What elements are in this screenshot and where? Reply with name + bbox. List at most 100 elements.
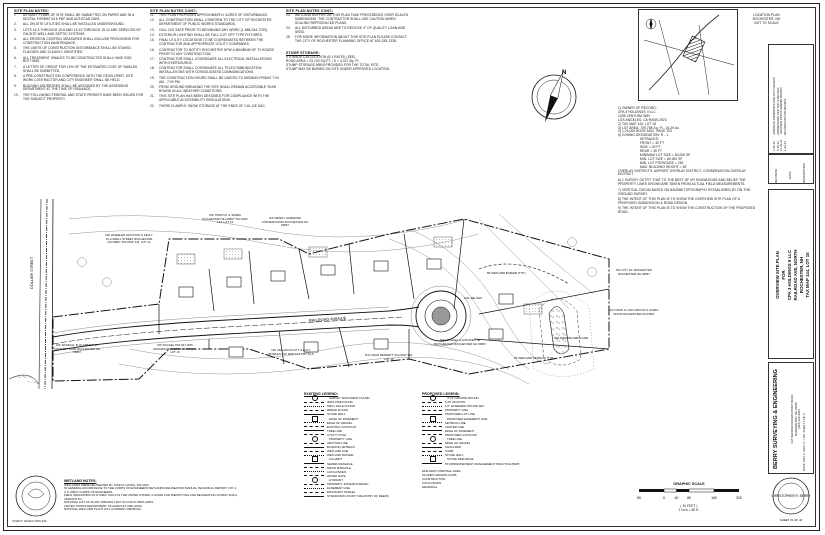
site-note-number: 15. (150, 38, 155, 43)
legend-symbol-icon (304, 405, 324, 407)
setback-label: 25' WETLAND SETBACK (TYP.) (514, 356, 554, 360)
site-note-number: 2. (14, 22, 17, 27)
site-note-item: 10.THE FOLLOWING FEDERAL AND STATE PERMI… (14, 93, 144, 102)
legend-row: TREE LINE (304, 429, 419, 433)
owner-line: 3) LOT AREA: 709,758 Sq. Ft., 16.29 Ac. (618, 125, 680, 130)
stump-storage-line: STUMP MAY BE BURIED ON SITE UNDER APPROV… (286, 66, 390, 71)
legend-symbol-icon (304, 446, 324, 448)
legend-row: 1.5" EASEMENT BOUND SET (422, 404, 537, 408)
legend-symbol-icon (430, 456, 436, 463)
title-tax: TAX MAP 144, LOT 15 (805, 252, 810, 298)
legend-symbol-icon (422, 409, 442, 411)
legend-row: PROPERTY LINE (304, 435, 419, 442)
plan-note: 9) THE INTENT OF THIS PLAN IS TO SHOW TH… (618, 206, 756, 215)
site-note-number: 20. (150, 85, 155, 89)
abutter-label: N/F CITY OF ROCHESTER ROCHESTER NH 03867 (616, 268, 652, 276)
site-note-item: 11.THIS PLAN PROPOSES APPROXIMATELY ACRE… (150, 12, 280, 18)
legend-row: EDGE OF PAVEMENT (422, 429, 537, 433)
revision-header: DESCRIPTION (802, 163, 806, 183)
legend-label: TREE LINE (327, 428, 342, 433)
legend-label: ABUTTER LINE (327, 441, 348, 446)
legend-symbol-icon (304, 422, 324, 424)
legend-row: EXISTING CONTOUR (304, 425, 419, 429)
site-notes-col-1: SITE PLAN NOTES: 1.AS BUILT PLANS OF SIT… (14, 9, 144, 103)
legend-label: STONE DRIP EDGE (447, 457, 474, 462)
site-note-item: 5.THE LIMITS OF CONSTRUCTION DISTURBANCE… (14, 46, 144, 55)
legend-label: EDGE OF PAVEMENT (329, 416, 359, 421)
legend-symbol-icon (304, 454, 324, 456)
site-note-text: CONTRACTOR TO NOTIFY ROCHESTER DPW A MIN… (159, 47, 274, 56)
legend-label: EDGE OF GRAVEL (445, 441, 471, 446)
site-note-text: BUILDING ADDRESSES SHALL BE ASSIGNED BY … (23, 83, 129, 92)
site-note-item: 18. CONTRACTOR SHALL COORDINATE ALL TELEC… (150, 66, 280, 75)
stump-storage-line: STORAGE CALCULATION (6:1 RATIO) (SEE) (286, 55, 356, 60)
seal-signature: JOHN P. HAYES CWS #16 (12, 519, 47, 523)
legend-row: 1.25" IRON PIN (422, 400, 537, 404)
site-note-number: 18. (150, 66, 155, 71)
legend-symbol-icon (422, 401, 442, 403)
location-plan-label: LOCATION PLAN (753, 13, 780, 17)
site-note-text: CONTRACTOR SHALL COORDINATE ALL TELECOMM… (159, 66, 262, 75)
stamp-line: CHRISTOPHER R. BERRY (771, 494, 811, 498)
site-note-number: 24. (286, 26, 291, 31)
site-note-number: 14. (150, 33, 155, 38)
site-note-text: FROM GROUND BREAKING THE SITE SHALL REMA… (159, 85, 277, 93)
stump-storage-line: STUMP STORAGE AREA PROVIDED FOR THE TOTA… (286, 62, 380, 67)
legend-symbol-icon (422, 434, 442, 436)
legend-label: CATCH BASIN (327, 469, 347, 474)
legend-row: PROPERTY ZONE BOUNDARY (304, 482, 419, 486)
legend-label: EXISTING CONTOUR (327, 424, 356, 429)
scale-tick-label: 80 (637, 496, 641, 500)
wetland-notes: WETLAND NOTES: WETLANDS WERE DELINEATED … (64, 479, 244, 512)
revision-header: DATE (788, 171, 792, 180)
location-plan (638, 9, 738, 101)
site-note-item: 12.ALL CONSTRUCTION SHALL CONFORM TO THE… (150, 18, 280, 27)
zoning-line: FRONT = 30 FT (640, 141, 665, 146)
site-note-item: 1.AS BUILT PLANS OF SITE SHALL BE SUBMIT… (14, 13, 144, 22)
site-note-number: 5. (14, 46, 17, 51)
legend-label: SETBACK LINE (445, 420, 466, 425)
site-note-text: CALL DIG SAFE PRIOR TO BEGINNING ANY WOR… (159, 27, 269, 32)
abutter-label: N/F TIMOTHY & JAMES ROCHESTER NH 03867 T… (202, 213, 248, 224)
site-note-number: 7. (14, 64, 17, 69)
legend-row: EDGE OF GRAVEL (422, 441, 537, 445)
site-note-number: 9. (14, 83, 17, 88)
plan-note: 6) 1 SURVEY OUTFIT THAT TO THE BEST OF M… (618, 178, 746, 187)
legend-symbol-icon (422, 405, 442, 407)
site-note-text: A PRE-CONSTRUCTION CONFERENCE WITH THE D… (23, 74, 134, 83)
zoning-line: REAR = 30 FT (640, 148, 663, 153)
site-note-text: LOTS 15-3 THROUGH 15-8 AND 15-10 THROUGH… (23, 27, 141, 36)
legend-label: EFFLUENT DISPOSAL AREA (422, 468, 461, 473)
legend-row: PROPOSED EASEMENT LINE (422, 415, 537, 422)
legend-symbol-icon (304, 491, 324, 493)
legend-row: BOUNDARY PARCEL (304, 490, 419, 494)
owner-zoning-block: 1) OWNER OF RECORD:CPA 3 HOLDINGS II LLC… (618, 106, 758, 217)
wetland-scientist-seal (15, 475, 57, 517)
svg-text:N: N (562, 70, 566, 76)
legend-label: REBAR FOUND (327, 408, 349, 413)
legend-label: PROPOSED CONTOUR (445, 432, 477, 437)
legend-label: BUILDING SETBACK (327, 445, 355, 450)
abutter-label: N/F MICHAEL & ANTOINETTE BATCHELDER ROCH… (434, 338, 486, 346)
scale-tick-label: 160 (711, 496, 717, 500)
location-plan-line: NOT TO SCALE (754, 20, 779, 25)
zoning-line: SIDE = 20 FT (640, 145, 661, 150)
legend-label: WATER GATE (327, 473, 346, 478)
site-plan-drawing: RAILROAD AVENUE DOLLIER STREET CUL-DE-SA… (9, 199, 610, 389)
legend-row: WETLAND LINE (304, 449, 419, 453)
site-note-item: 20. FROM GROUND BREAKING THE SITE SHALL R… (150, 85, 280, 94)
owner-line: 2) TAX MAP 144, LOT 15 (618, 121, 657, 126)
cul-de-sac-label: CUL-DE-SAC (464, 296, 483, 300)
legend-label: 1.25" IRON PIN (445, 400, 466, 405)
site-note-number: 11. (150, 12, 155, 17)
firm-address-block: 335 SECOND CROWN POINT ROAD BARRINGTON, … (790, 367, 802, 471)
firm-date-scale: DATE: MAY 1, 2023 1" = 80' SHEET 1 OF 9 (802, 413, 806, 471)
site-note-item: 8.A PRE-CONSTRUCTION CONFERENCE WITH THE… (14, 74, 144, 83)
site-note-item: 23.WETLAND BUFFER ON THIS PLAN TAKE PREC… (286, 13, 411, 26)
stump-storage-heading: STUMP STORAGE: (286, 51, 320, 56)
